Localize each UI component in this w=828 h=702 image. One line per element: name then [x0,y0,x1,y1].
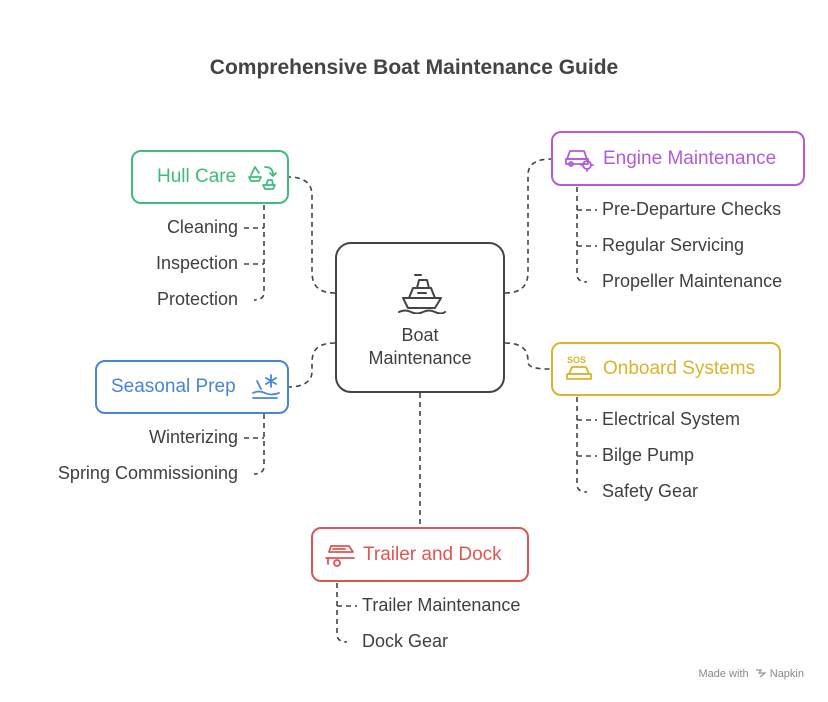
page-title: Comprehensive Boat Maintenance Guide [209,56,619,79]
boat-icon [398,274,446,314]
trailer-item-line [336,583,348,643]
center-node: Boat Maintenance [335,242,505,393]
seasonal-item-spring: Spring Commissioning [57,463,238,483]
onboard-item-electrical: Electrical System [602,409,741,429]
trailer-dock-label: Trailer and Dock [363,543,502,565]
hull-item-protection: Protection [156,289,238,309]
recycle-boat-icon [248,166,277,190]
made-with-napkin-badge[interactable]: Made with Napkin [698,668,804,680]
hull-care-node[interactable]: Hull Care [131,150,289,204]
onboard-systems-node[interactable]: SOS Onboard Systems [551,342,781,396]
connector-hull [288,176,336,294]
trailer-item-dock-gear: Dock Gear [362,631,449,651]
onboard-item-line [576,397,588,493]
onboard-systems-label: Onboard Systems [603,358,756,379]
onboard-item-safety: Safety Gear [602,481,699,501]
engine-item-line [576,187,588,283]
seasonal-item-line [253,414,265,475]
center-label-line2: Maintenance [368,348,472,368]
boat-trailer-icon [325,545,355,567]
onboard-item-bilge: Bilge Pump [602,445,695,465]
hull-care-label: Hull Care [157,166,237,187]
hull-item-cleaning: Cleaning [166,217,238,237]
connector-engine [504,158,552,294]
snowflake-wave-icon [252,374,280,399]
seasonal-prep-label: Seasonal Prep [111,376,236,397]
center-label-line1: Boat [401,325,439,345]
engine-item-servicing: Regular Servicing [602,235,745,255]
engine-item-pre-departure: Pre-Departure Checks [602,199,782,219]
seasonal-prep-node[interactable]: Seasonal Prep [95,360,289,414]
connector-onboard [504,342,552,370]
connector-seasonal [288,342,336,388]
hull-item-line [253,205,265,301]
trailer-dock-node[interactable]: Trailer and Dock [311,527,529,582]
napkin-brand-text: Napkin [769,668,804,680]
made-with-text: Made with [698,668,749,680]
hull-item-inspection: Inspection [155,253,238,273]
engine-maintenance-label: Engine Maintenance [603,147,777,169]
napkin-logo-icon [755,669,767,678]
seasonal-item-winterizing: Winterizing [148,427,238,447]
svg-text:SOS: SOS [567,355,586,365]
sos-car-icon: SOS [566,355,592,380]
engine-maintenance-node[interactable]: Engine Maintenance [551,131,805,186]
car-gear-icon [565,150,594,172]
trailer-item-maintenance: Trailer Maintenance [362,595,521,615]
engine-item-propeller: Propeller Maintenance [602,271,783,291]
